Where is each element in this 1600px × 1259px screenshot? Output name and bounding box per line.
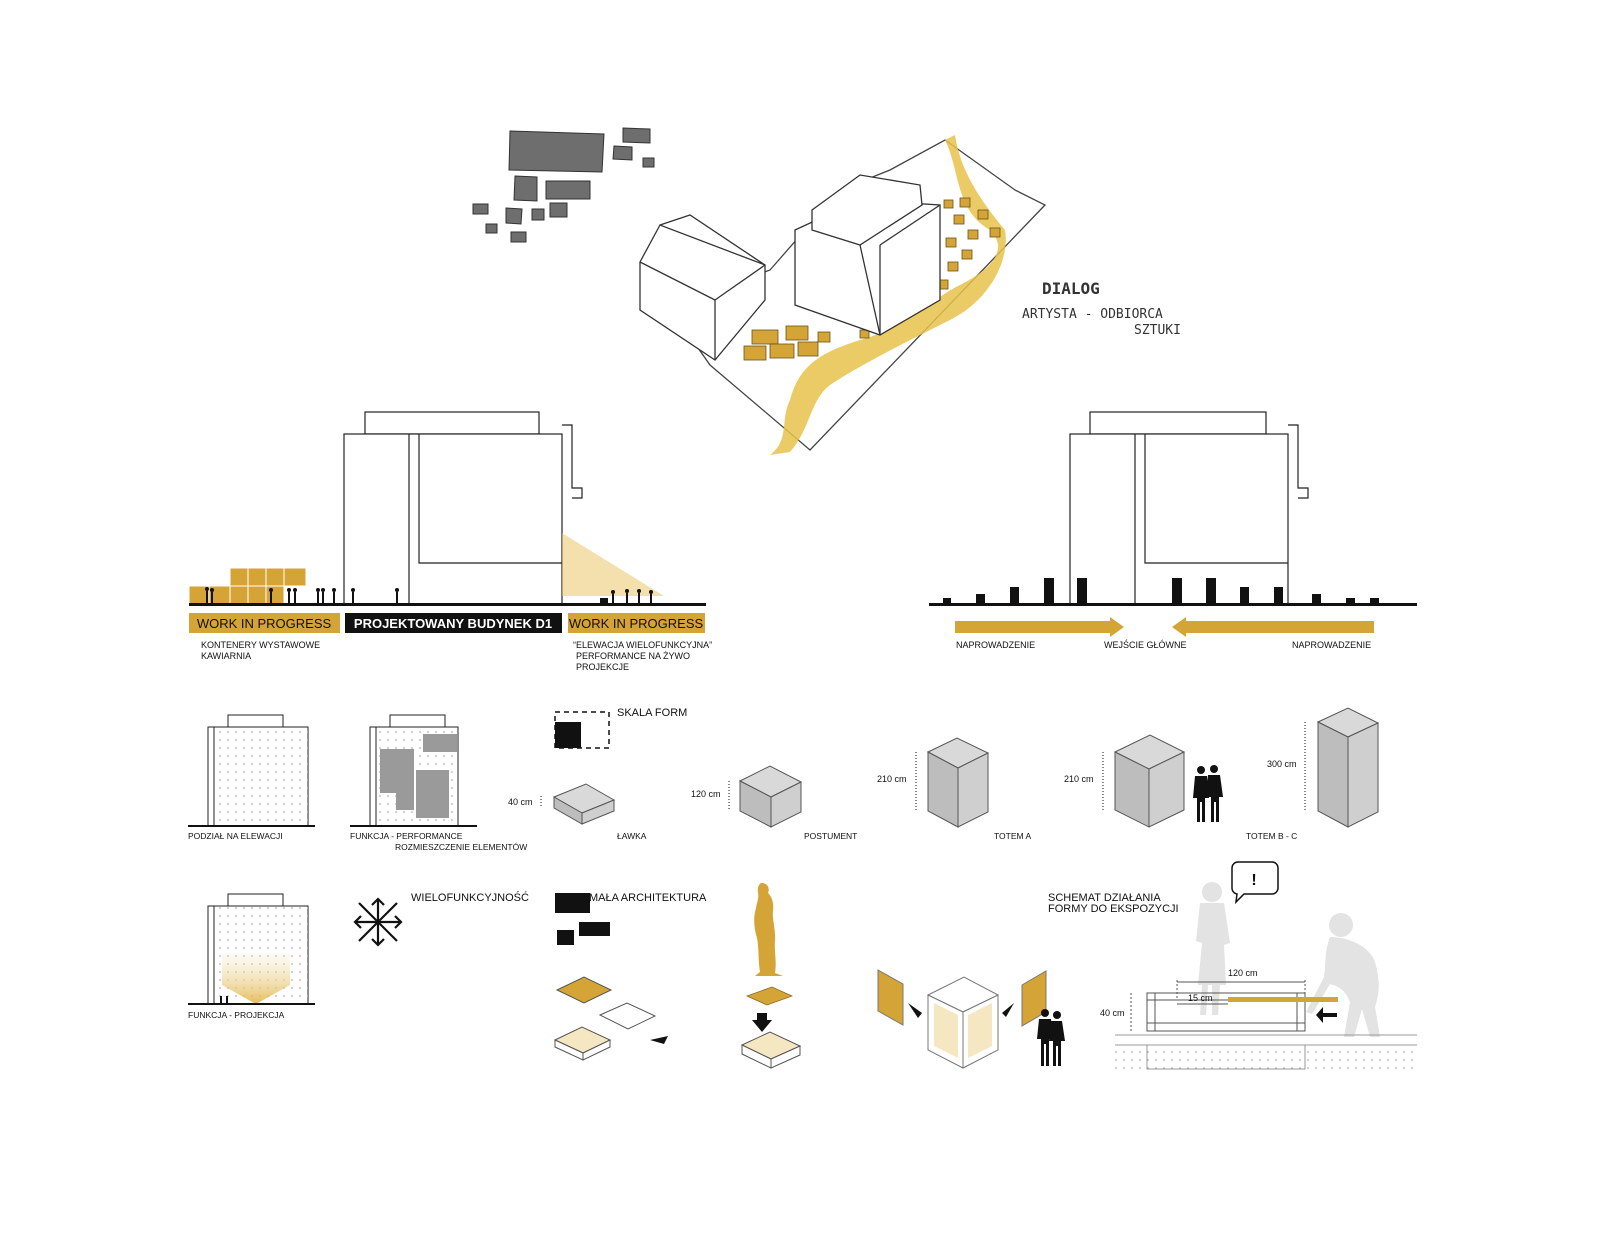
ghost-figures xyxy=(1196,882,1380,1037)
sketch-building-gable xyxy=(639,214,766,361)
totem-a-form xyxy=(926,737,990,828)
people-silhouettes-left xyxy=(205,587,653,603)
schema-dim-inset: 15 cm xyxy=(1188,993,1213,1003)
projection-cone xyxy=(562,533,664,596)
note-right-2: PERFORMANCE NA ŻYWO xyxy=(576,651,690,661)
sliding-panel xyxy=(1228,997,1338,1002)
sketch-building-main xyxy=(794,174,941,336)
totem-a-label: TOTEM A xyxy=(994,831,1031,841)
figure-ground-map xyxy=(472,127,655,243)
schema-title-2: FORMY DO EKSPOZYCJI xyxy=(1048,903,1179,915)
sketch-line-2: SZTUKI xyxy=(1134,323,1181,338)
facade-2-label-1: FUNKCJA - PERFORMANCE xyxy=(350,831,463,841)
visitors-silhouette xyxy=(1193,765,1223,822)
totem-c-form xyxy=(1316,707,1380,828)
ground-line-right xyxy=(929,603,1417,606)
pedestal-label: POSTUMENT xyxy=(804,831,857,841)
sketch-title: DIALOG xyxy=(1042,279,1100,298)
modular-plates xyxy=(553,976,668,1061)
facade-division xyxy=(188,714,315,827)
multifunction-arrows-icon xyxy=(353,897,403,947)
totems-elevation-bars xyxy=(943,578,1379,603)
section-left: WORK IN PROGRESS PROJEKTOWANY BUDYNEK D1… xyxy=(188,411,712,672)
visitors-silhouette-2 xyxy=(1037,1009,1065,1066)
scale-legend-label: SKALA FORM xyxy=(617,707,687,719)
bench-form xyxy=(552,783,616,825)
pedestal-dim: 120 cm xyxy=(691,789,721,799)
push-arrow xyxy=(1316,1007,1337,1023)
arrow-right-pointing xyxy=(955,617,1124,637)
speech-bubble-icon: ! xyxy=(1231,861,1279,905)
section-right: NAPROWADZENIE WEJŚCIE GŁÓWNE NAPROWADZEN… xyxy=(929,411,1417,650)
band-right-label: WORK IN PROGRESS xyxy=(569,616,704,631)
schema-dim-height: 40 cm xyxy=(1100,1008,1125,1018)
note-left-1: KONTENERY WYSTAWOWE xyxy=(201,640,320,650)
band-work-in-progress-right xyxy=(568,613,705,633)
scale-legend-icon xyxy=(554,711,610,749)
totem-c-dim: 300 cm xyxy=(1267,759,1297,769)
band-center-label: PROJEKTOWANY BUDYNEK D1 xyxy=(354,616,552,631)
facade-performance xyxy=(350,714,477,827)
arrow-left-label: NAPROWADZENIE xyxy=(956,640,1035,650)
building-d1-elevation-right xyxy=(1069,411,1309,605)
ground-line-left xyxy=(189,603,706,606)
small-arch-legend-icon xyxy=(555,893,610,945)
facade-projection xyxy=(188,893,315,1005)
public-path-highlight xyxy=(770,135,1006,455)
site-sketch: DIALOG ARTYSTA - ODBIORCA SZTUKI xyxy=(472,127,1181,455)
speech-bubble-mark: ! xyxy=(1251,872,1256,889)
facade-1-label: PODZIAŁ NA ELEWACJI xyxy=(188,831,283,841)
schema-title-1: SCHEMAT DZIAŁANIA xyxy=(1048,892,1161,904)
totem-b-dim: 210 cm xyxy=(1064,774,1094,784)
band-work-in-progress-left xyxy=(189,613,340,633)
statue-on-pedestal xyxy=(740,883,802,1069)
bench-section xyxy=(1130,980,1306,1032)
dimension-ticks xyxy=(540,722,1306,811)
small-arch-label: MAŁA ARCHITEKTURA xyxy=(589,892,707,904)
bench-dim: 40 cm xyxy=(508,797,533,807)
main-entrance-label: WEJŚCIE GŁÓWNE xyxy=(1104,639,1187,650)
exhibition-cube xyxy=(877,969,1047,1069)
note-left-2: KAWIARNIA xyxy=(201,651,251,661)
totem-a-dim: 210 cm xyxy=(877,774,907,784)
schema-dim-width: 120 cm xyxy=(1228,968,1258,978)
bench-label: ŁAWKA xyxy=(617,831,647,841)
schema-ground xyxy=(1115,1034,1417,1070)
band-left-label: WORK IN PROGRESS xyxy=(197,616,332,631)
note-right-3: PROJEKCJE xyxy=(576,662,629,672)
pedestal-form xyxy=(738,765,803,828)
arrow-right-label: NAPROWADZENIE xyxy=(1292,640,1371,650)
building-d1-elevation xyxy=(343,411,583,605)
note-right-1: “ELEWACJA WIELOFUNKCYJNA” xyxy=(573,640,712,650)
multifunction-label: WIELOFUNKCYJNOŚĆ xyxy=(411,891,529,904)
sketch-line-1: ARTYSTA - ODBIORCA xyxy=(1022,307,1163,322)
facade-3-label: FUNKCJA - PROJEKCJA xyxy=(188,1010,285,1020)
band-projected-building xyxy=(345,613,562,633)
facade-2-label-2: ROZMIESZCZENIE ELEMENTÓW xyxy=(395,842,527,852)
totem-b-form xyxy=(1113,734,1186,828)
arrow-left-pointing xyxy=(1172,617,1374,637)
totem-bc-label: TOTEM B - C xyxy=(1246,831,1297,841)
